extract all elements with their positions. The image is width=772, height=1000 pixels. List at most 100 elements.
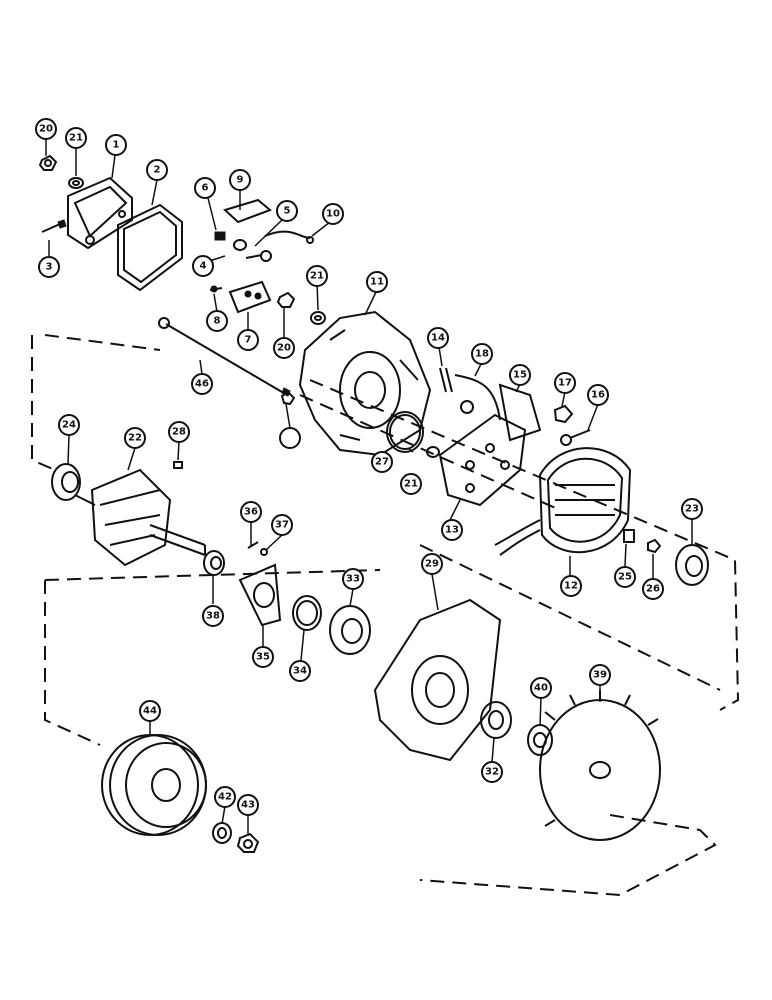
- callout-18: 18: [471, 343, 493, 365]
- callout-label: 32: [485, 767, 499, 778]
- callout-label: 33: [346, 574, 360, 585]
- callout-label: 5: [284, 206, 291, 217]
- callout-32: 32: [481, 761, 503, 783]
- callout-35: 35: [252, 646, 274, 668]
- part-washer-21-top: [68, 177, 84, 189]
- callout-label: 3: [46, 262, 53, 273]
- part-cover: [67, 176, 133, 250]
- callout-27: 27: [371, 451, 393, 473]
- part-terminal-25: [623, 529, 635, 543]
- callout-44: 46: [191, 373, 213, 395]
- callout-21a: 21: [65, 127, 87, 149]
- callout-label: 21: [310, 271, 324, 282]
- part-washer-32: [480, 701, 512, 739]
- callout-7: 7: [237, 329, 259, 351]
- part-terminal-block: [209, 280, 296, 314]
- callout-37: 37: [271, 514, 293, 536]
- callout-12: 12: [560, 575, 582, 597]
- callout-label: 35: [256, 652, 270, 663]
- callout-20b: 20: [273, 337, 295, 359]
- callout-1: 1: [105, 134, 127, 156]
- assembly-guide-upper: [31, 334, 740, 711]
- callout-20a: 20: [35, 118, 57, 140]
- callout-label: 36: [244, 507, 258, 518]
- callout-33: 33: [342, 568, 364, 590]
- callout-13: 13: [441, 519, 463, 541]
- part-pulley: [101, 734, 207, 836]
- part-spacer-40: [527, 724, 553, 756]
- part-brush-holder: [439, 367, 542, 442]
- part-nut-20-top: [38, 154, 58, 171]
- callout-28: 28: [168, 421, 190, 443]
- callout-29: 29: [421, 553, 443, 575]
- part-screw-3: [41, 219, 67, 233]
- part-regulator-group: [214, 198, 314, 262]
- callout-label: 7: [245, 335, 252, 346]
- callout-label: 18: [475, 349, 489, 360]
- part-nut-45: [280, 390, 296, 406]
- part-ring-34: [292, 595, 322, 631]
- part-nut-26: [647, 538, 662, 554]
- callout-label: 44: [143, 706, 157, 717]
- callout-10: 10: [322, 203, 344, 225]
- callout-label: 8: [214, 316, 221, 327]
- callout-label: 29: [425, 559, 439, 570]
- callout-8: 8: [206, 310, 228, 332]
- callout-11: 11: [366, 271, 388, 293]
- callout-39: 39: [589, 664, 611, 686]
- callout-label: 46: [195, 379, 209, 390]
- callout-label: 9: [237, 175, 244, 186]
- callout-label: 26: [646, 584, 660, 595]
- part-washer-21-mid: [310, 311, 326, 325]
- callout-label: 20: [39, 124, 53, 135]
- callout-45: [279, 427, 301, 449]
- part-washer-42: [212, 822, 232, 844]
- callout-label: 42: [218, 792, 232, 803]
- callout-label: 21: [69, 133, 83, 144]
- callout-label: 27: [375, 457, 389, 468]
- callout-5: 5: [276, 200, 298, 222]
- callout-label: 38: [206, 611, 220, 622]
- part-through-bolt: [158, 317, 291, 397]
- part-end-frame: [298, 310, 432, 457]
- leader-lines: [45, 140, 693, 836]
- part-spacer-38: [203, 550, 225, 576]
- part-bearing-24: [51, 463, 81, 501]
- callout-label: 17: [558, 378, 572, 389]
- callout-label: 25: [618, 572, 632, 583]
- part-screw-16: [560, 429, 591, 446]
- callout-2: 2: [146, 159, 168, 181]
- callout-label: 4: [200, 261, 207, 272]
- callout-3: 3: [38, 256, 60, 278]
- callout-label: 21: [404, 479, 418, 490]
- callout-label: 20: [277, 343, 291, 354]
- callout-label: 23: [685, 504, 699, 515]
- callout-43: 43: [237, 794, 259, 816]
- callout-label: 37: [275, 520, 289, 531]
- part-rectifier: [438, 413, 527, 507]
- callout-label: 6: [202, 183, 209, 194]
- callout-16: 16: [587, 384, 609, 406]
- part-stator: [494, 447, 632, 556]
- callout-6: 6: [194, 177, 216, 199]
- part-retainer-plate: [238, 563, 282, 627]
- callout-46: 44: [139, 700, 161, 722]
- callout-label: 13: [445, 525, 459, 536]
- callout-17: 17: [554, 372, 576, 394]
- part-bearing-23: [675, 544, 709, 586]
- callout-25: 25: [614, 566, 636, 588]
- callout-label: 28: [172, 427, 186, 438]
- callout-9: 9: [229, 169, 251, 191]
- part-nut-43: [236, 832, 260, 853]
- callout-4: 4: [192, 255, 214, 277]
- part-washer-21-lower: [426, 446, 440, 458]
- part-gasket: [117, 203, 183, 292]
- callout-21c: 21: [400, 473, 422, 495]
- callout-label: 12: [564, 581, 578, 592]
- part-bearing-33: [329, 605, 371, 655]
- callout-label: 16: [591, 390, 605, 401]
- callout-26: 26: [642, 578, 664, 600]
- part-o-ring: [386, 411, 424, 453]
- part-fan: [539, 690, 661, 841]
